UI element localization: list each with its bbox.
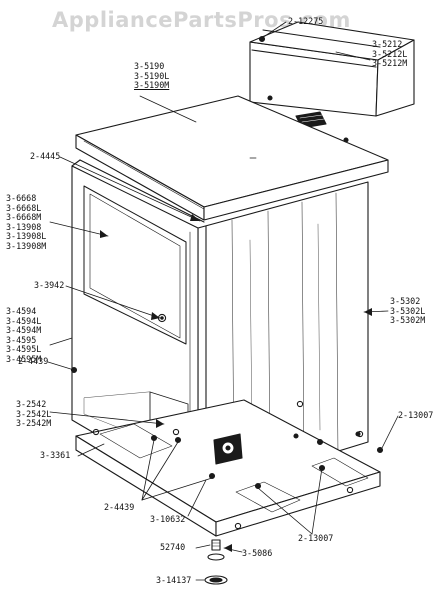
callout-line: 2-13007 [398,410,434,420]
callout-3-2542: 3-2542 3-2542L 3-2542M [16,399,52,429]
callout-line: 3-13908 [6,221,42,232]
callout-line: 3-13908L [6,231,47,242]
callout-line: 2-4439 [18,356,49,366]
callout-2-12275: 2-12275 [288,16,324,27]
callout-52740: 52740 [160,542,186,553]
callout-line: 3-2542L [16,408,52,419]
callout-line: 3-2542 [16,399,47,409]
callout-3-6668: 3-6668 3-6668L 3-6668M 3-13908 3-13908L … [6,193,47,252]
callout-line: 3-5302L [390,305,426,316]
callout-line: 3-5302M [390,315,426,326]
callout-3-10632: 3-10632 [150,514,186,525]
callout-line: 3-5190L [134,70,170,81]
callout-line: 3-4594 [6,306,37,316]
callout-line: 3-5190 [134,61,165,71]
callout-3-14137: 3-14137 [156,575,192,586]
callout-line: 3-6668L [6,202,42,213]
callout-line: 3-4595 [6,334,37,345]
callout-line: 3-14137 [156,575,192,585]
callout-3-4594: 3-4594 3-4594L 3-4594M 3-4595 3-4595L 3-… [6,306,42,365]
callout-3-3361: 3-3361 [40,450,71,461]
callout-line: 3-5212M [372,58,408,69]
callout-line: 3-5212 [372,39,403,49]
callout-line: 3-10632 [150,514,186,524]
callout-line: 52740 [160,542,186,552]
callout-3-5302: 3-5302 3-5302L 3-5302M [390,296,426,326]
callout-line: 3-3361 [40,450,71,460]
drive-opening [213,433,243,465]
front-panel [71,159,205,495]
screw-markers [70,35,384,490]
callout-line: 3-4595L [6,344,42,355]
callout-2-13007-right: 2-13007 [398,410,434,421]
callout-line: 3-5212L [372,48,408,59]
callout-line: 3-5086 [242,548,273,558]
callout-line: 2-4439 [104,502,135,512]
callout-2-13007-bottom: 2-13007 [298,533,334,544]
callout-3-5086: 3-5086 [242,548,273,559]
callout-line: 3-4594L [6,315,42,326]
callout-line: 2-13007 [298,533,334,543]
callout-3-5212: 3-5212 3-5212L 3-5212M [372,39,408,69]
callout-3-5190: 3-5190 3-5190L 3-5190M [134,61,170,91]
callout-2-4439-left: 2-4439 [18,356,49,367]
callout-3-3942: 3-3942 [34,280,65,291]
leveling-leg-assembly [204,539,228,585]
callout-line: 3-13908M [6,240,47,251]
top-panel [75,95,389,221]
callout-line: 3-6668M [6,212,42,223]
callout-line: 3-4594M [6,325,42,336]
callout-line: 3-5302 [390,296,421,306]
callout-line: 3-4595M [6,353,42,364]
leader-arrowheads [100,214,372,552]
callout-2-4439-bottom: 2-4439 [104,502,135,513]
callout-line: 3-3942 [34,280,65,290]
callout-line: 2-4445 [30,151,61,161]
callout-2-4445: 2-4445 [30,151,61,162]
callout-line: 3-5190M [134,80,170,91]
callout-line: 3-6668 [6,193,37,203]
callout-line: 3-2542M [16,418,52,429]
callout-line: 2-12275 [288,16,324,26]
